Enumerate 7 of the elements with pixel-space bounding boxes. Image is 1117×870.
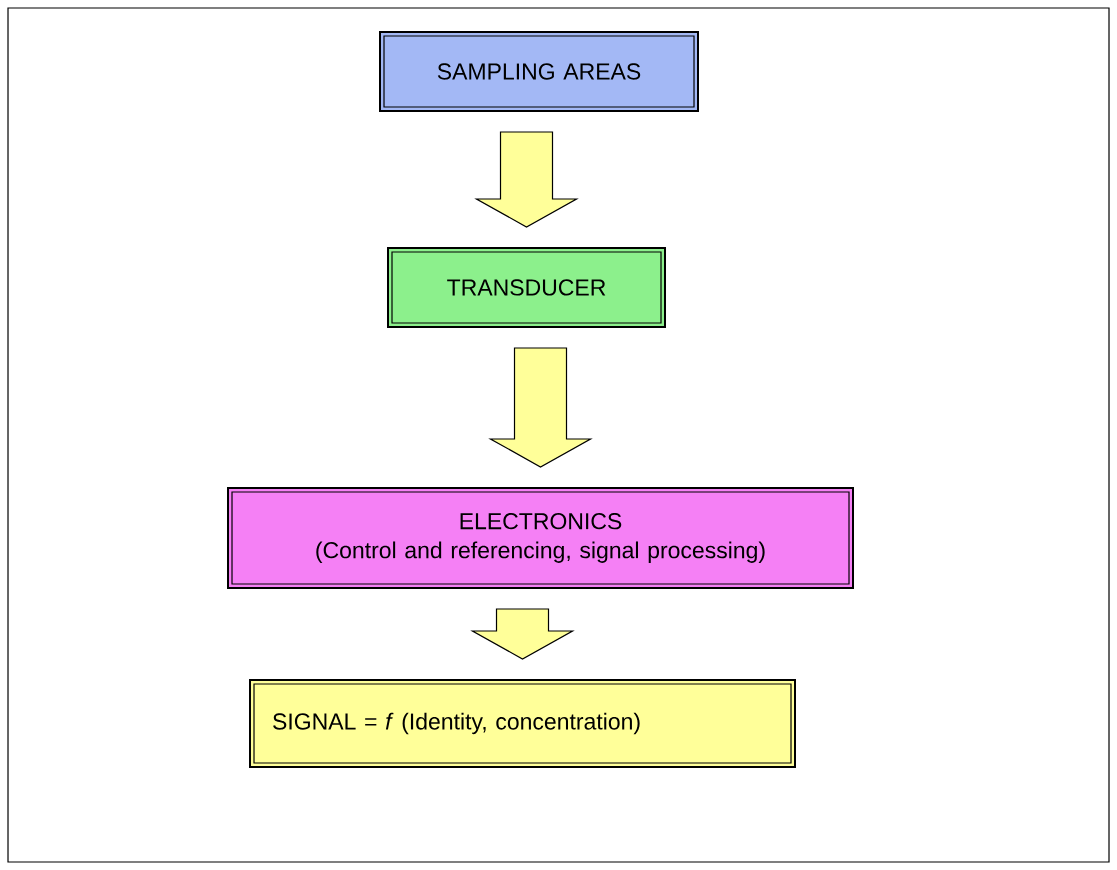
process-box: TRANSDUCER — [387, 247, 666, 328]
block-arrow — [474, 131, 579, 228]
block-arrow — [488, 347, 593, 468]
process-box: SAMPLING AREAS — [379, 31, 699, 112]
process-box: SIGNAL = f (Identity, concentration) — [249, 679, 796, 768]
process-box: ELECTRONICS (Control and referencing, signal processing) — [227, 487, 854, 589]
block-arrow — [470, 608, 575, 660]
